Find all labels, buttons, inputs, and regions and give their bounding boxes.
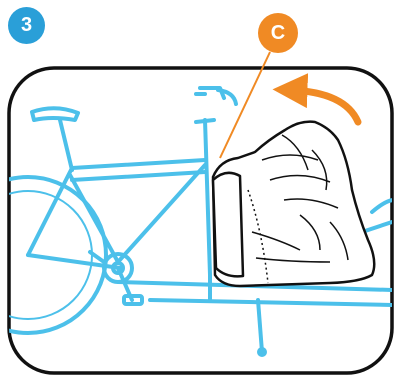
step-number-badge: 3	[8, 7, 45, 44]
callout-label-badge: C	[258, 13, 298, 53]
